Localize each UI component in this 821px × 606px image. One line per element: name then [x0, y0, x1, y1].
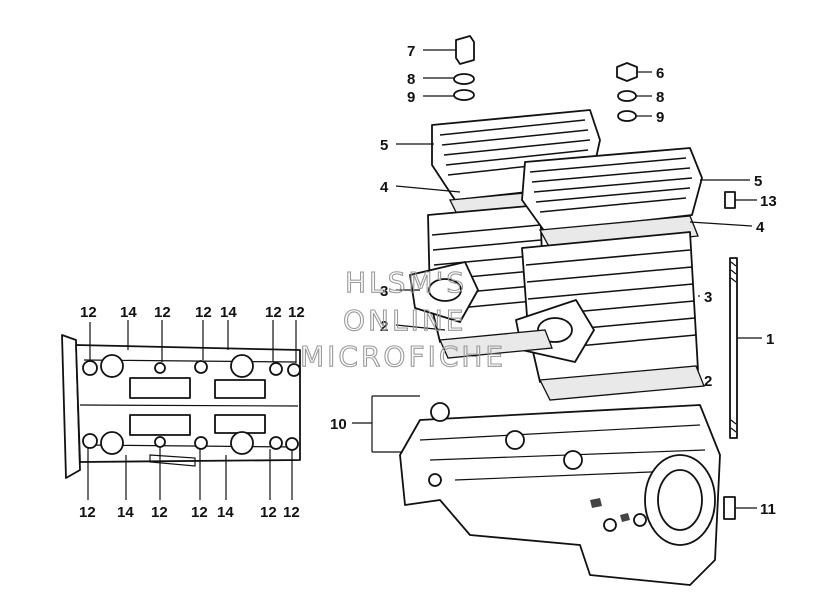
callout-7: 7: [407, 43, 415, 60]
callout-top-6: 12: [265, 304, 282, 321]
callout-2-left: 2: [380, 318, 388, 335]
base-gasket-left: [439, 329, 553, 359]
callout-bottom-6: 12: [260, 504, 277, 521]
callout-top-1: 12: [80, 304, 97, 321]
callout-1: 1: [766, 331, 774, 348]
callout-5-left: 5: [380, 137, 388, 154]
callout-bottom-3: 12: [151, 504, 168, 521]
lock-washer-part-8: [453, 73, 475, 85]
callout-bottom-4: 12: [191, 504, 208, 521]
callout-top-4: 12: [195, 304, 212, 321]
dowel-pin-part-11: [723, 496, 736, 520]
callout-11: 11: [760, 501, 776, 518]
callout-6: 6: [656, 65, 664, 82]
callout-8-right: 8: [656, 89, 664, 106]
callout-3-left: 3: [380, 283, 388, 300]
callout-13: 13: [760, 193, 777, 210]
watermark-line-1: HLSM'S: [345, 266, 467, 299]
stud-part-1: [729, 257, 738, 439]
callout-9-right: 9: [656, 109, 664, 126]
engine-assembly: [399, 35, 738, 586]
washer-part-9: [453, 89, 475, 101]
callout-top-2: 14: [120, 304, 137, 321]
cylinder-right: [521, 231, 699, 383]
dowel-pin-part-13: [724, 191, 736, 209]
callout-top-3: 12: [154, 304, 171, 321]
callout-top-7: 12: [288, 304, 305, 321]
lock-washer-part-8b: [617, 90, 637, 102]
watermark-line-3: MICROFICHE: [300, 340, 506, 373]
washer-part-9b: [617, 110, 637, 122]
callout-3-right: 3: [704, 289, 712, 306]
callout-5-right: 5: [754, 173, 762, 190]
crankcase-part-10: [399, 404, 721, 586]
callout-bottom-1: 12: [79, 504, 96, 521]
watermark-line-2: ONLINE: [343, 304, 466, 337]
crankcase-bottom-view: [61, 320, 301, 500]
callout-top-5: 14: [220, 304, 237, 321]
callout-2-right: 2: [704, 373, 712, 390]
callout-bottom-2: 14: [117, 504, 134, 521]
base-gasket-right: [538, 365, 705, 401]
callout-4-right: 4: [756, 219, 765, 236]
callout-bottom-7: 12: [283, 504, 300, 521]
callout-10: 10: [330, 416, 347, 433]
callout-9-left: 9: [407, 89, 415, 106]
leader-lines: [352, 49, 762, 509]
callout-8-left: 8: [407, 71, 415, 88]
callout-4-left: 4: [380, 179, 389, 196]
spacer-nut-part-7: [455, 35, 475, 65]
callout-bottom-5: 14: [217, 504, 234, 521]
nut-part-6: [616, 62, 638, 82]
